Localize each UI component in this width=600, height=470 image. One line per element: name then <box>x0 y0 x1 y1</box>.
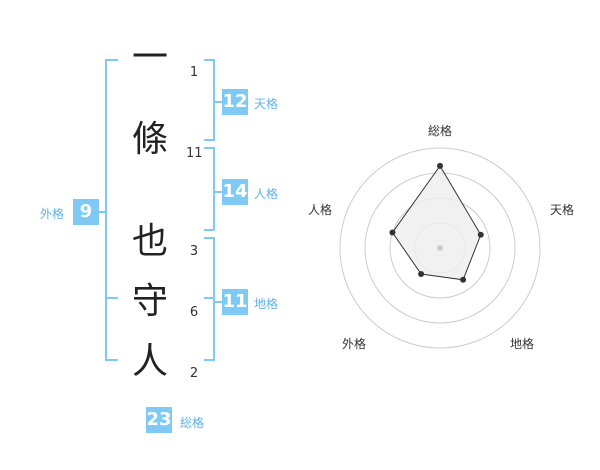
gaikaku-label: 外格 <box>40 207 65 221</box>
tenkaku-score: 12 <box>222 89 248 115</box>
chikaku-label: 地格 <box>254 297 279 311</box>
stroke-count-5: 2 <box>189 366 199 381</box>
chikaku-score: 11 <box>222 289 248 315</box>
name-char-4: 守 <box>131 281 168 322</box>
stroke-count-4: 6 <box>189 305 199 320</box>
soukaku-score: 23 <box>146 407 172 433</box>
tenkaku-label: 天格 <box>254 97 279 111</box>
radar-point-1 <box>477 231 484 238</box>
radar-series-polygon <box>391 164 482 281</box>
radar-point-2 <box>460 276 467 283</box>
soukaku-label: 総格 <box>180 416 205 430</box>
name-char-5: 人 <box>131 341 168 382</box>
radar-axis-label-tenkaku: 天格 <box>550 203 575 217</box>
radar-point-3 <box>418 271 425 278</box>
radar-ring-4 <box>339 147 541 349</box>
radar-axis-label-chikaku: 地格 <box>510 337 535 351</box>
stroke-count-3: 3 <box>189 244 199 259</box>
radar-axis-label-soukaku: 総格 <box>428 124 453 138</box>
radar-point-0 <box>437 162 443 169</box>
stroke-count-2: 11 <box>186 146 203 161</box>
name-char-1: 一 <box>131 37 168 78</box>
name-char-3: 也 <box>131 221 168 262</box>
radar-center <box>437 245 443 251</box>
jinkaku-label: 人格 <box>254 187 279 201</box>
radar-axis-label-gaikaku: 外格 <box>342 337 367 351</box>
name-char-2: 條 <box>131 119 168 160</box>
radar-point-4 <box>389 229 396 236</box>
stroke-count-1: 1 <box>189 65 199 80</box>
gaikaku-score: 9 <box>73 199 99 225</box>
radar-axis-label-jinkaku: 人格 <box>308 203 333 217</box>
jinkaku-score: 14 <box>222 179 248 205</box>
